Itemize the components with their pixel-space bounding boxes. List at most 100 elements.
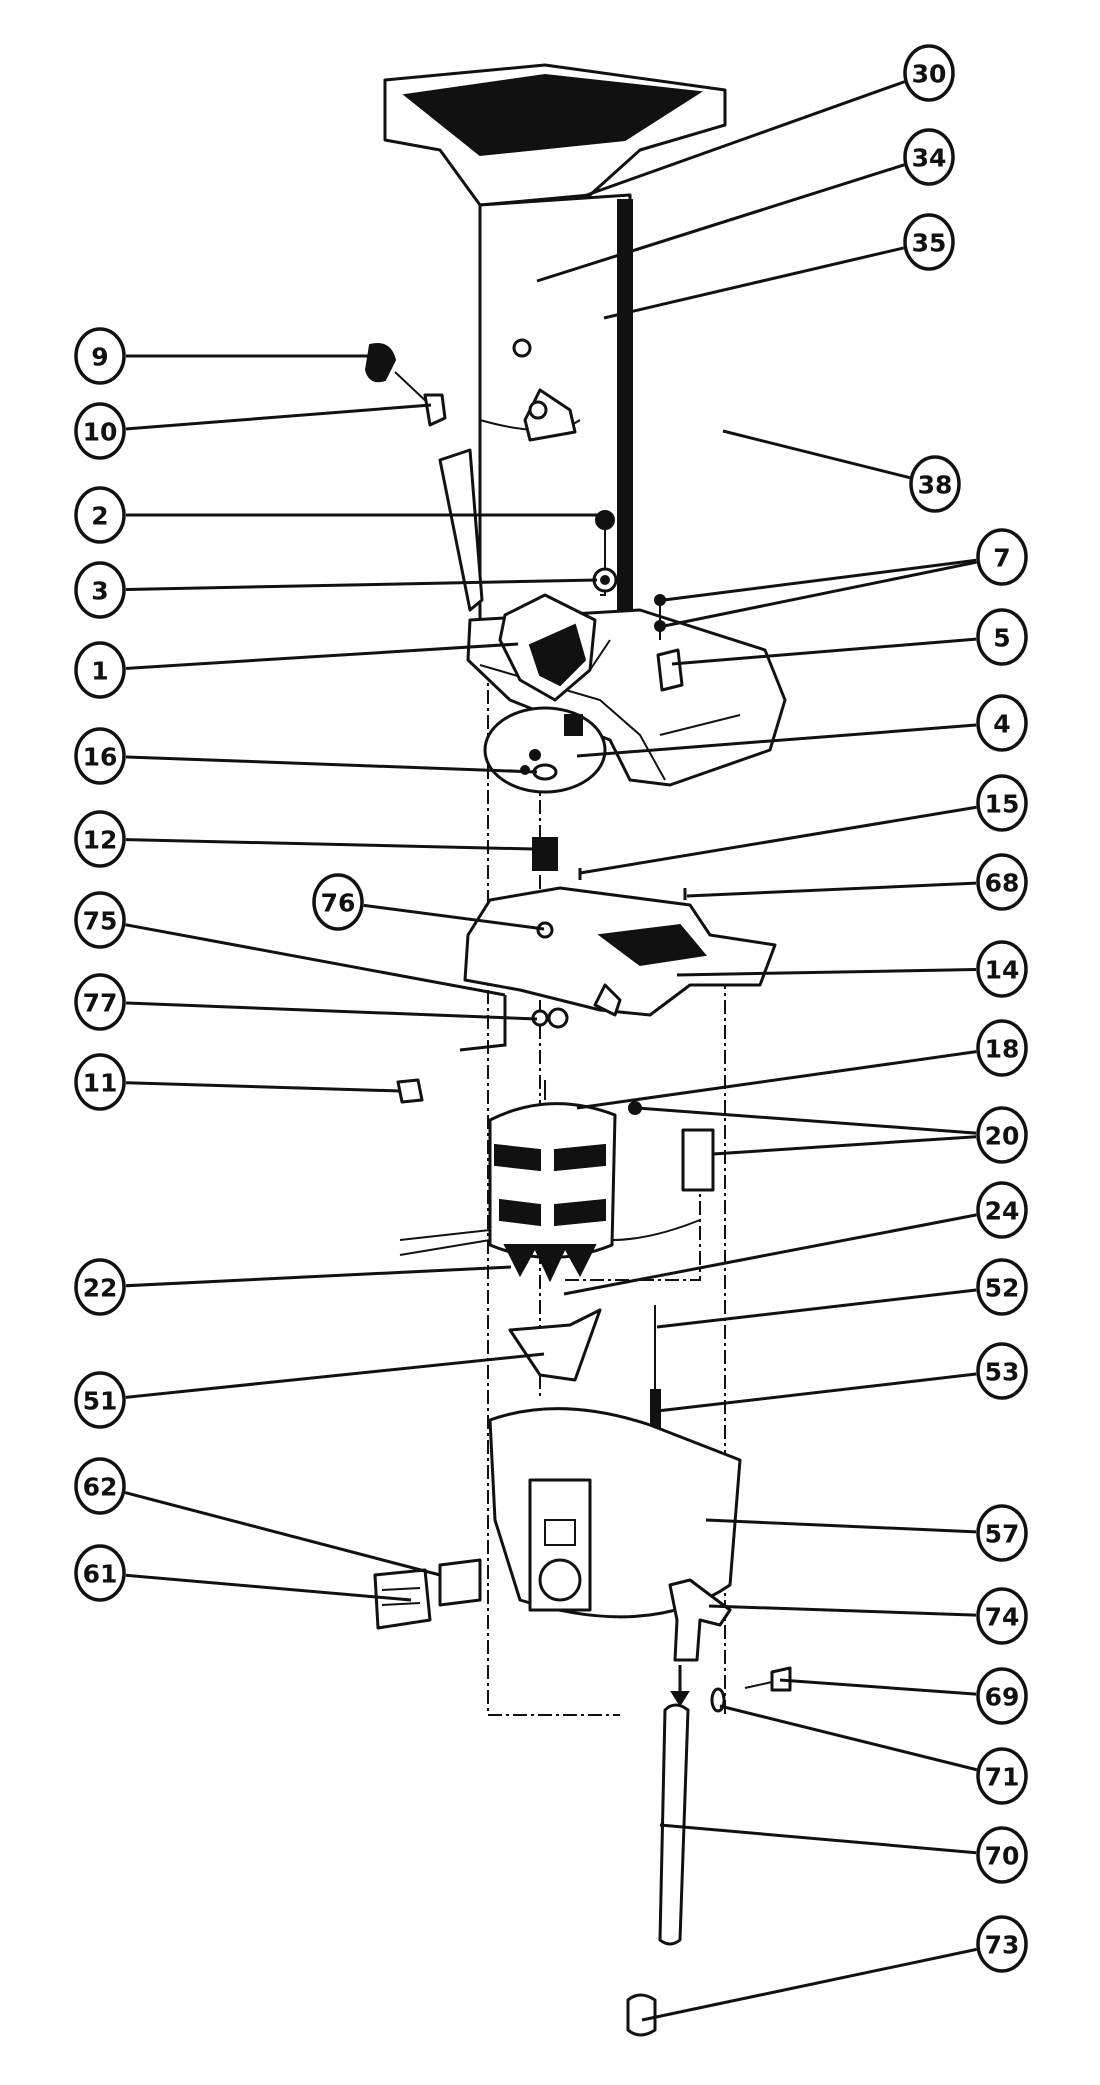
callout-16: 16: [74, 727, 538, 785]
leader-line: [676, 967, 977, 977]
callout-number: 12: [83, 826, 118, 855]
callout-10: 10: [74, 402, 432, 460]
callout-bubble: [976, 1587, 1028, 1645]
callout-bubble: [976, 1258, 1028, 1316]
leader-line: [125, 923, 506, 997]
screws-bracket: [654, 594, 684, 692]
pins: [578, 868, 687, 900]
callout-bubble: [74, 1053, 126, 1111]
callout-bubble: [976, 1181, 1028, 1239]
handle-tube: [626, 1665, 792, 2037]
leader-line: [125, 1081, 401, 1093]
callout-number: 22: [83, 1274, 118, 1303]
callout-52: 52: [656, 1258, 1028, 1329]
callout-number: 53: [985, 1358, 1020, 1387]
callout-bubble: [74, 891, 126, 949]
callout-3: 3: [74, 561, 598, 619]
leader-line: [125, 1573, 412, 1602]
callout-number: 5: [993, 624, 1010, 653]
callout-bubble: [976, 940, 1028, 998]
callout-30: 30: [583, 44, 955, 198]
callout-bubble: [74, 561, 126, 619]
leader-line: [125, 578, 598, 591]
collection-bucket: [488, 1407, 742, 1619]
leader-line: [124, 1491, 441, 1577]
callout-bubble: [74, 973, 126, 1031]
leader-line: [563, 1213, 977, 1296]
callout-number: 75: [83, 907, 118, 936]
callout-bubble: [976, 1915, 1028, 1973]
callout-bubble: [976, 1106, 1028, 1164]
leader-line: [708, 1604, 977, 1617]
callout-number: 18: [985, 1035, 1020, 1064]
callout-51: 51: [74, 1352, 545, 1429]
leader-line: [636, 1106, 977, 1135]
callout-number: 74: [985, 1603, 1020, 1632]
capacitor: [628, 1101, 715, 1192]
leader-line: [125, 403, 432, 431]
leader-line: [641, 1947, 977, 2022]
leader-line: [579, 805, 977, 875]
leader-line: [576, 1050, 977, 1110]
callout-76: 76: [312, 873, 545, 931]
motor-cover: [463, 886, 777, 1017]
cable-grommet: [396, 995, 569, 1104]
callout-number: 51: [83, 1387, 118, 1416]
leader-line: [659, 1823, 977, 1855]
callout-bubble: [74, 1544, 126, 1602]
leader-line: [671, 637, 977, 666]
leader-line: [125, 1001, 538, 1021]
callout-bubble: [976, 774, 1028, 832]
callout-number: 15: [985, 790, 1020, 819]
callout-75: 75: [74, 891, 506, 997]
callout-number: 70: [985, 1842, 1020, 1871]
callout-18: 18: [576, 1019, 1028, 1110]
callout-number: 62: [83, 1473, 118, 1502]
callout-bubble: [74, 641, 126, 699]
callout-number: 57: [985, 1520, 1020, 1549]
callout-bubble: [976, 1826, 1028, 1884]
callout-number: 3: [91, 577, 108, 606]
callout-number: 77: [83, 989, 118, 1018]
callout-bubble: [976, 528, 1028, 586]
callout-77: 77: [74, 973, 538, 1031]
leader-line: [656, 1288, 977, 1329]
leader-line: [576, 723, 977, 758]
callout-number: 76: [321, 889, 356, 918]
blade-holder: [498, 593, 611, 702]
callout-bubble: [976, 608, 1028, 666]
leader-line: [125, 1352, 545, 1399]
leader-line: [719, 1704, 978, 1772]
washer-bush: [532, 763, 558, 871]
callout-9: 9: [74, 327, 372, 385]
leader-line: [663, 558, 977, 602]
callout-24: 24: [563, 1181, 1028, 1296]
callout-bubble: [74, 1371, 126, 1429]
callout-20: 20: [636, 1106, 1028, 1164]
callout-number: 9: [91, 343, 108, 372]
callout-number: 34: [912, 144, 947, 173]
leader-line: [663, 560, 977, 628]
leader-line: [363, 903, 545, 931]
callout-number: 11: [83, 1069, 118, 1098]
leader-line: [686, 881, 977, 898]
callout-38: 38: [722, 429, 961, 513]
callout-number: 14: [985, 956, 1020, 985]
callout-bubble: [74, 727, 126, 785]
callout-bubble: [976, 694, 1028, 752]
callout-bubble: [976, 1504, 1028, 1562]
leader-line: [125, 838, 534, 851]
knob: [364, 343, 447, 427]
callout-14: 14: [676, 940, 1028, 998]
leader-line: [705, 1518, 977, 1534]
callout-bubble: [976, 1019, 1028, 1077]
leader-line: [583, 80, 906, 198]
callout-bubble: [976, 1747, 1028, 1805]
callout-bubble: [74, 402, 126, 460]
callout-number: 16: [83, 743, 118, 772]
callout-number: 52: [985, 1274, 1020, 1303]
callout-number: 24: [985, 1197, 1020, 1226]
leader-line: [656, 1372, 977, 1413]
